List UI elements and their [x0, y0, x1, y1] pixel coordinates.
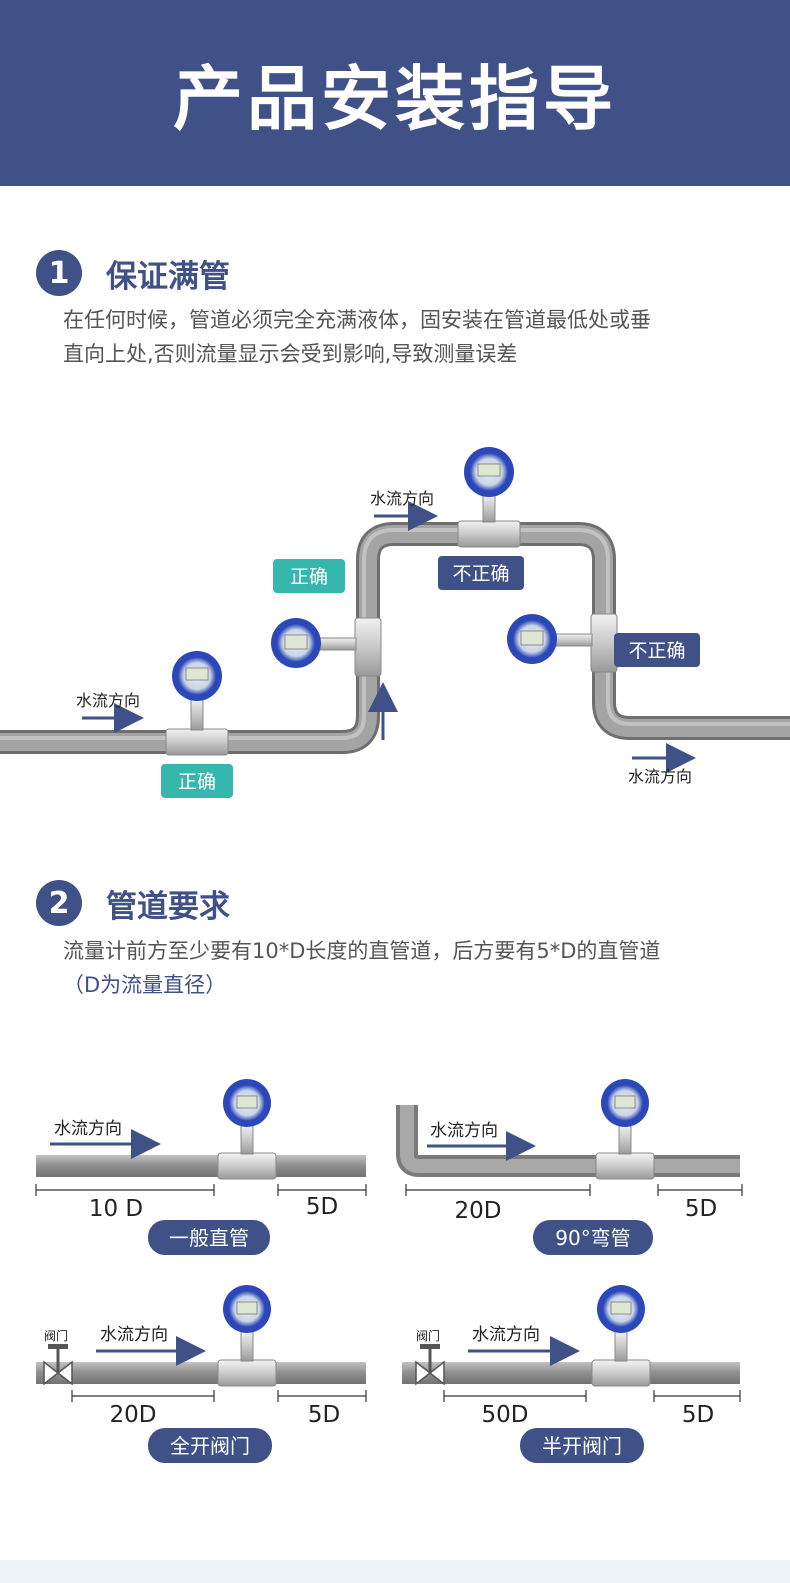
case3-upstream-length: 20D: [110, 1402, 157, 1428]
section2-heading: 2 管道要求: [36, 880, 230, 926]
header-banner: 产品安装指导: [0, 0, 790, 186]
case-full-open-valve: 阀门 水流方向 20D 5D 全开阀门: [36, 1285, 367, 1463]
case1-flow-label: 水流方向: [54, 1119, 122, 1139]
case3-flow-label: 水流方向: [100, 1325, 168, 1345]
case2-downstream-length: 5D: [685, 1196, 717, 1222]
flowmeter-right-vertical: [507, 613, 618, 673]
pipe-requirement-diagrams: 水流方向 10 D 5D 一般直管 水流方向 20D 5D 90: [35, 1079, 743, 1463]
flowmeter-bottom: [165, 651, 229, 756]
case-straight-pipe: 水流方向 10 D 5D 一般直管: [35, 1079, 367, 1255]
section2-title: 管道要求: [106, 888, 230, 925]
section1-title: 保证满管: [106, 258, 230, 295]
case4-valve-label: 阀门: [416, 1328, 440, 1343]
case4-downstream-length: 5D: [682, 1402, 714, 1428]
badge-correct-bottom-text: 正确: [178, 771, 216, 793]
badge-incorrect-right: [614, 633, 700, 667]
section2-number: 2: [36, 880, 82, 926]
section1-description: 在任何时候，管道必须完全充满液体，固安装在管道最低处或垂 直向上处,否则流量显示…: [63, 303, 763, 371]
case2-flow-label: 水流方向: [430, 1121, 498, 1141]
case4-flow-label: 水流方向: [472, 1325, 540, 1345]
section1-number: 1: [36, 250, 82, 296]
case1-badge: [148, 1220, 270, 1255]
case1-pipe: [36, 1155, 366, 1177]
badge-incorrect-top: [438, 556, 524, 590]
case3-downstream-length: 5D: [308, 1402, 340, 1428]
section2-description: 流量计前方至少要有10*D长度的直管道，后方要有5*D的直管道 （D为流量直径）: [63, 934, 773, 1002]
badge-correct-bottom: [161, 764, 233, 798]
case2-name: 90°弯管: [555, 1226, 630, 1250]
section2-desc-line1: 流量计前方至少要有10*D长度的直管道，后方要有5*D的直管道: [63, 939, 661, 963]
section1-desc-line2: 直向上处,否则流量显示会受到影响,导致测量误差: [63, 342, 518, 366]
section1-heading: 1 保证满管: [36, 250, 230, 296]
case3-name: 全开阀门: [170, 1434, 250, 1458]
section1-desc-line1: 在任何时候，管道必须完全充满液体，固安装在管道最低处或垂: [63, 308, 651, 332]
badge-correct-vertical-text: 正确: [290, 566, 328, 588]
flowmeter-top: [457, 447, 521, 548]
flow-label-left: 水流方向: [76, 691, 140, 710]
case3-flowmeter: [217, 1285, 277, 1387]
case1-upstream-length: 10 D: [89, 1196, 143, 1222]
case3-valve-label: 阀门: [44, 1328, 68, 1343]
badge-incorrect-top-text: 不正确: [452, 563, 509, 585]
case3-pipe: [36, 1362, 366, 1384]
badge-incorrect-right-text: 不正确: [628, 640, 685, 662]
section2-desc-note: （D为流量直径）: [63, 973, 227, 997]
case-elbow-pipe: 水流方向 20D 5D 90°弯管: [396, 1079, 743, 1255]
flow-label-top: 水流方向: [370, 489, 434, 508]
flowmeter-left-vertical: [271, 617, 382, 677]
case1-flowmeter: [217, 1079, 277, 1180]
case1-name: 一般直管: [169, 1226, 249, 1250]
case1-downstream-length: 5D: [306, 1194, 338, 1220]
case4-badge: [520, 1428, 644, 1463]
case4-flowmeter: [591, 1285, 651, 1387]
case4-upstream-length: 50D: [482, 1402, 529, 1428]
case3-valve-icon: [43, 1344, 73, 1386]
case4-pipe: [402, 1362, 740, 1384]
case3-badge: [148, 1428, 272, 1463]
flow-label-right: 水流方向: [628, 767, 692, 786]
bottom-band: [0, 1560, 790, 1583]
full-pipe-diagram: 水流方向 水流方向 水流方向 正确 正确 不正确 不正确: [0, 447, 790, 798]
page-title: 产品安装指导: [173, 57, 617, 140]
case-half-open-valve: 阀门 水流方向 50D 5D 半开阀门: [402, 1285, 741, 1463]
case4-name: 半开阀门: [542, 1434, 622, 1458]
badge-correct-vertical: [273, 559, 345, 593]
case4-valve-icon: [415, 1344, 445, 1386]
case2-badge: [533, 1220, 653, 1255]
case2-upstream-length: 20D: [455, 1198, 502, 1224]
case2-flowmeter: [595, 1079, 655, 1180]
